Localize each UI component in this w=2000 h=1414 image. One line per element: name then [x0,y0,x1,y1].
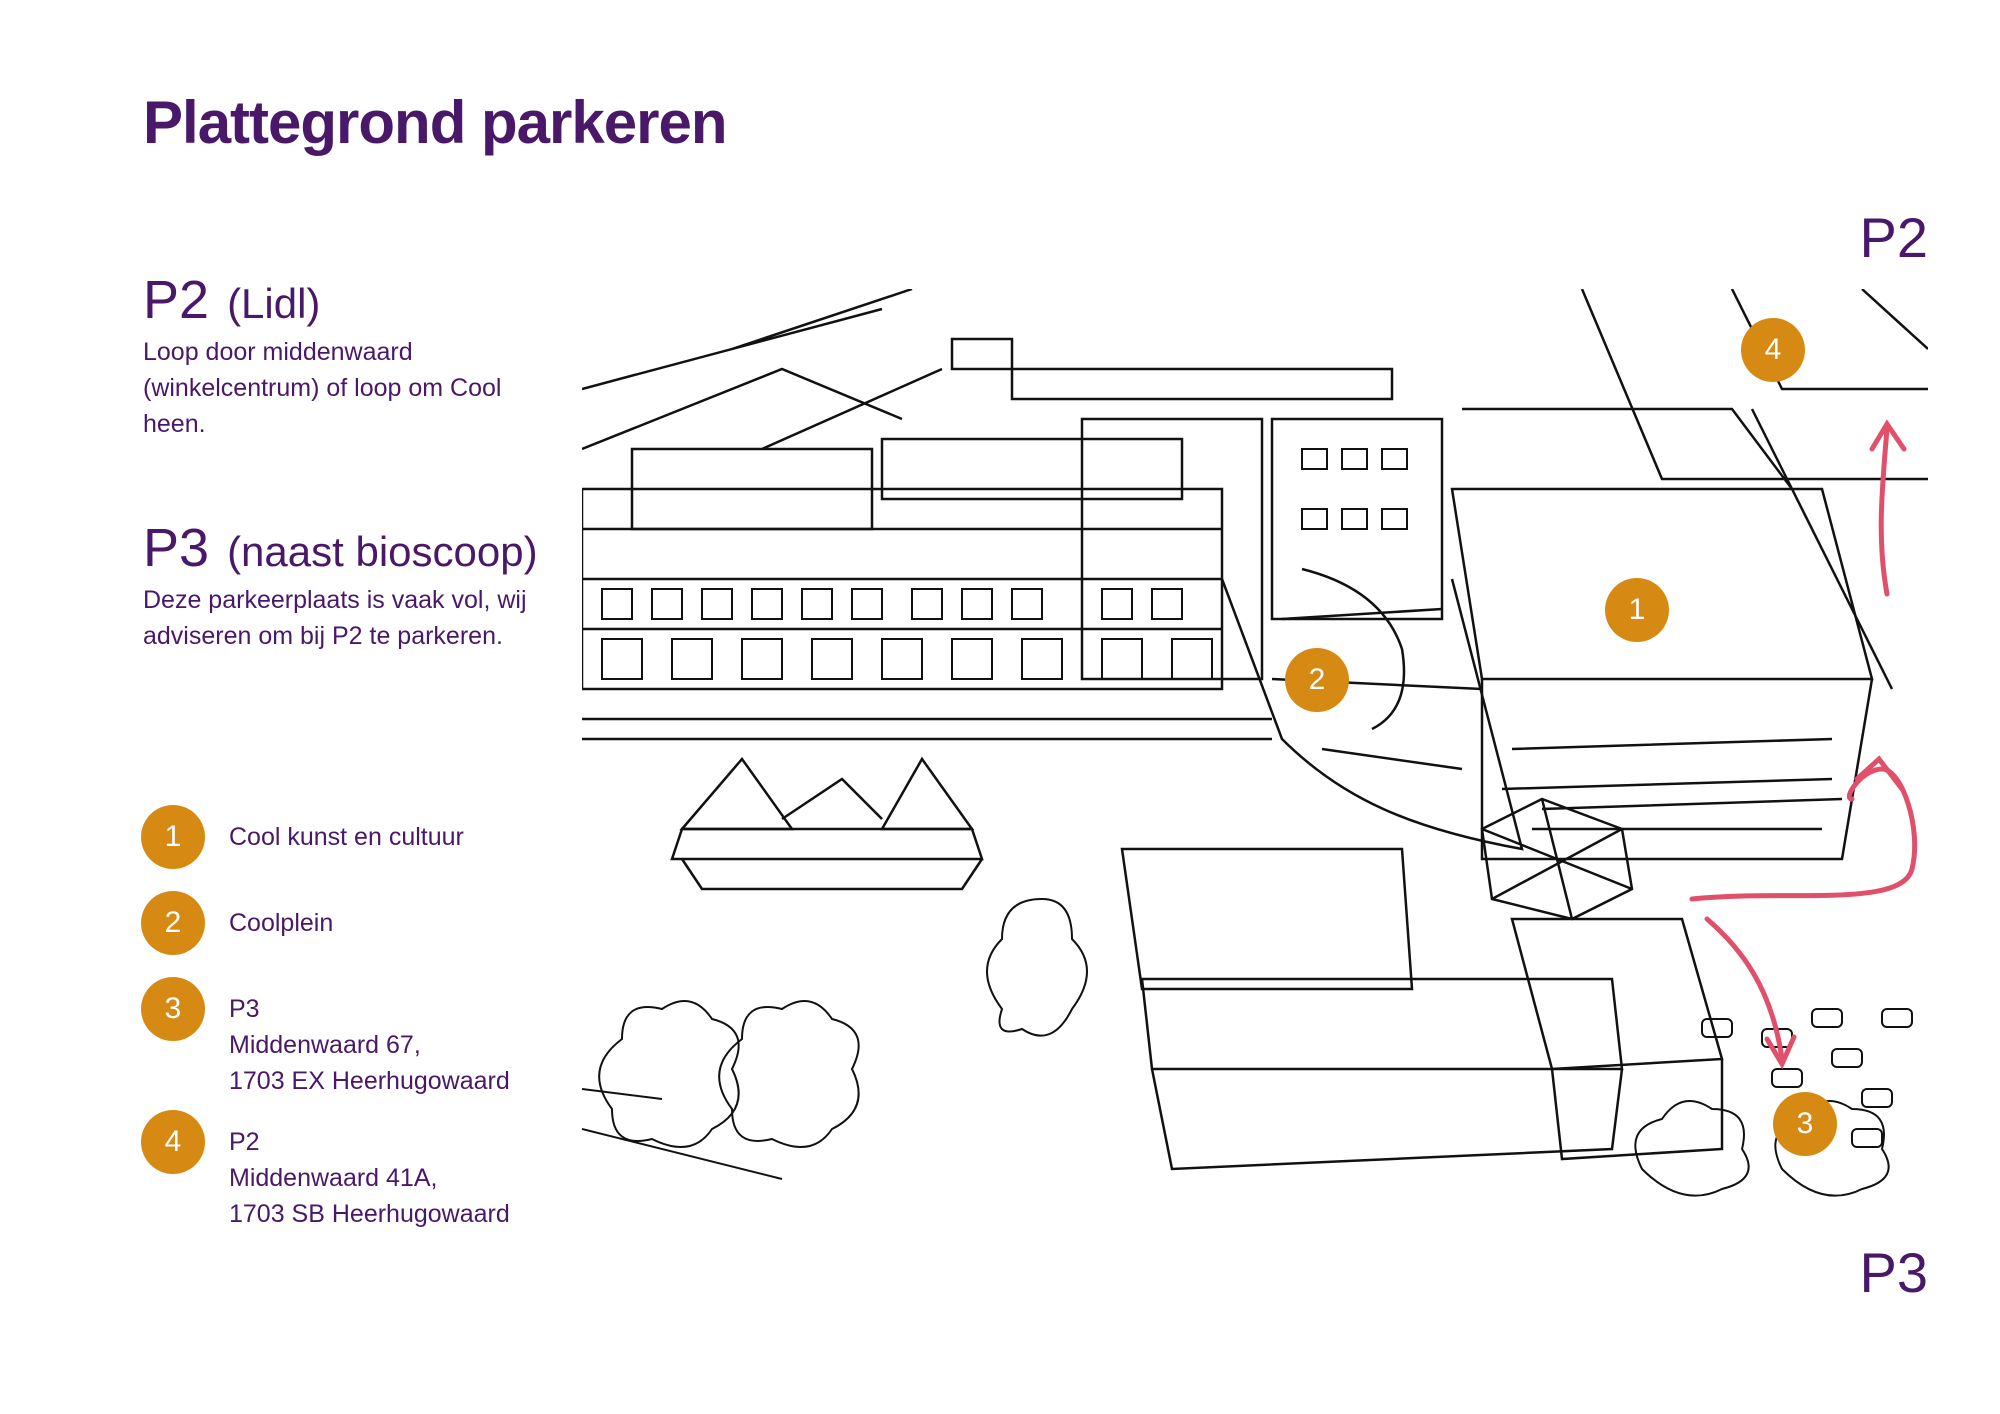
legend-label: Coolplein [229,909,334,937]
legend-label: Cool kunst en cultuur [229,823,464,851]
p3-subheading: (naast bioscoop) [227,528,538,575]
arrow-loop [1689,766,1918,902]
cinema-complex [1120,847,1724,1171]
p2-subheading: (Lidl) [227,280,321,327]
p2-heading: P2 [143,270,210,330]
round-hall [1480,797,1634,921]
legend-item: 2 Coolplein [141,891,333,955]
legend-badge: 4 [141,1110,205,1174]
legend-postcode: 1703 SB Heerhugowaard [229,1200,510,1228]
p3-description: Deze parkeerplaats is vaak vol, wij advi… [143,586,527,650]
map-drawing [580,287,1929,1197]
p2-lot [1580,288,1929,481]
pavilion-building [670,756,984,891]
legend-label: P2 [229,1128,260,1156]
map-marker-2[interactable]: 2 [1285,648,1349,712]
p2-description: Loop door middenwaard (winkelcentrum) of… [143,338,502,438]
legend-postcode: 1703 EX Heerhugowaard [229,1067,510,1095]
map-marker-4[interactable]: 4 [1741,318,1805,382]
map-marker-3[interactable]: 3 [1773,1092,1837,1156]
legend-item: 1 Cool kunst en cultuur [141,805,464,869]
cool-building [1450,407,1894,861]
legend-item: 3 P3 Middenwaard 67, 1703 EX Heerhugowaa… [141,977,510,1099]
p3-heading: P3 [143,518,210,578]
legend-address: Middenwaard 67, [229,1031,421,1059]
corner-label-p3: P3 [1859,1241,1929,1304]
map-marker-1[interactable]: 1 [1605,578,1669,642]
legend-badge: 1 [141,805,205,869]
legend-address: Middenwaard 41A, [229,1164,438,1192]
arrow-to-p2 [1878,426,1890,597]
legend-label: P3 [229,995,260,1023]
coolplein-square [1220,567,1524,851]
legend-badge: 2 [141,891,205,955]
corner-label-p2: P2 [1859,206,1929,269]
map-illustration: 1 2 3 4 [580,287,1929,1214]
p3-section: P3 (naast bioscoop) Deze parkeerplaats is… [143,518,563,654]
page-title: Plattegrond parkeren [143,89,727,156]
p2-section: P2 (Lidl) Loop door middenwaard (winkelce… [143,270,563,442]
shopping-street-buildings [580,287,1444,741]
legend-badge: 3 [141,977,205,1041]
arrow-to-p3 [1704,916,1785,1062]
legend-item: 4 P2 Middenwaard 41A, 1703 SB Heerhugowa… [141,1110,510,1232]
route-arrows [1689,419,1918,1070]
